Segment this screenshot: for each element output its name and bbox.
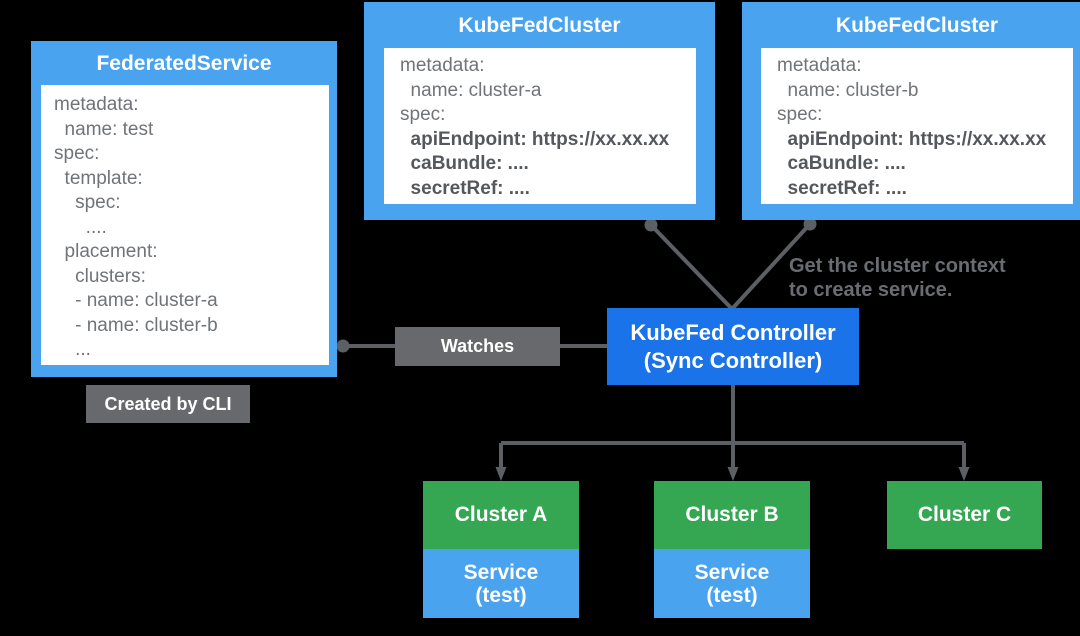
service-label-line1: Service xyxy=(463,560,539,584)
cluster-a-name: Cluster A xyxy=(454,503,548,526)
cluster-c-header: Cluster C xyxy=(887,481,1042,549)
yaml-line: secretRef: .... xyxy=(400,177,530,199)
arrowhead-cluster-b xyxy=(727,467,739,481)
yaml-line: apiEndpoint: https://xx.xx.xx xyxy=(400,128,670,150)
yaml-line: - name: cluster-a xyxy=(54,290,218,311)
cluster-a-header: Cluster A xyxy=(423,481,579,549)
context-dot-right xyxy=(803,217,817,231)
context-dot-left xyxy=(644,218,658,232)
yaml-line: spec: xyxy=(54,192,121,213)
yaml-line: secretRef: .... xyxy=(777,177,907,199)
yaml-line: apiEndpoint: https://xx.xx.xx xyxy=(777,128,1047,150)
yaml-line: ... xyxy=(54,339,91,360)
cluster-b-service-box: Service (test) xyxy=(654,549,810,618)
kubefed-cluster-a-yaml-panel: metadata: name: cluster-a spec: apiEndpo… xyxy=(384,48,696,204)
yaml-line: clusters: xyxy=(54,265,146,287)
yaml-line: caBundle: .... xyxy=(400,153,529,174)
watches-label: Watches xyxy=(440,336,515,356)
cluster-a-box: Cluster A Service (test) xyxy=(423,481,579,618)
kubefed-cluster-b-title: KubeFedCluster xyxy=(835,14,999,37)
kubefed-cluster-b-yaml-panel: metadata: name: cluster-b spec: apiEndpo… xyxy=(761,48,1073,204)
yaml-line: name: test xyxy=(54,118,154,140)
cluster-b-name: Cluster B xyxy=(685,503,779,526)
cluster-b-context-line xyxy=(730,222,812,311)
yaml-line: .... xyxy=(54,216,107,238)
yaml-line: caBundle: .... xyxy=(777,153,906,174)
cluster-b-header: Cluster B xyxy=(654,481,810,549)
yaml-line: spec: xyxy=(54,143,100,164)
yaml-line: - name: cluster-b xyxy=(54,314,218,336)
federated-service-title: FederatedService xyxy=(96,52,272,75)
annotation-line1: Get the cluster context xyxy=(789,255,1006,277)
yaml-line: metadata: xyxy=(777,55,862,76)
federated-service-box: FederatedService metadata: name: test sp… xyxy=(31,41,337,377)
cluster-b-box: Cluster B Service (test) xyxy=(654,481,810,618)
yaml-line: placement: xyxy=(54,241,158,262)
cluster-a-context-line xyxy=(649,223,734,311)
service-label-line2: (test) xyxy=(706,583,758,607)
yaml-line: name: cluster-a xyxy=(400,79,542,101)
watches-label-box: Watches xyxy=(395,327,560,366)
arrowhead-cluster-c xyxy=(958,467,970,481)
watches-connector-dot xyxy=(336,339,350,353)
kubefed-cluster-b-box: KubeFedCluster metadata: name: cluster-b… xyxy=(742,2,1080,220)
federated-service-yaml-panel: metadata: name: test spec: template: spe… xyxy=(41,85,329,365)
annotation-text: Get the cluster context to create servic… xyxy=(789,254,1006,302)
created-by-cli-label: Created by CLI xyxy=(104,393,232,414)
yaml-line: metadata: xyxy=(400,55,485,76)
created-by-cli-label-box: Created by CLI xyxy=(86,385,250,423)
kubefed-controller-box: KubeFed Controller (Sync Controller) xyxy=(607,308,859,385)
yaml-line: metadata: xyxy=(54,94,139,115)
yaml-line: spec: xyxy=(777,104,823,125)
yaml-line: template: xyxy=(54,167,143,189)
cluster-c-box: Cluster C xyxy=(887,481,1042,549)
kubefed-cluster-a-box: KubeFedCluster metadata: name: cluster-a… xyxy=(364,2,715,220)
service-label-line2: (test) xyxy=(475,583,527,607)
yaml-line: spec: xyxy=(400,104,446,125)
kubefed-cluster-a-title: KubeFedCluster xyxy=(458,14,621,37)
cluster-c-name: Cluster C xyxy=(917,503,1012,526)
yaml-line: name: cluster-b xyxy=(777,79,919,101)
annotation-line2: to create service. xyxy=(789,279,953,301)
controller-title-line1: KubeFed Controller xyxy=(630,319,836,345)
cluster-a-service-box: Service (test) xyxy=(423,549,579,618)
service-label-line1: Service xyxy=(694,560,770,584)
arrowhead-cluster-a xyxy=(495,467,507,481)
controller-title-line2: (Sync Controller) xyxy=(643,347,823,373)
